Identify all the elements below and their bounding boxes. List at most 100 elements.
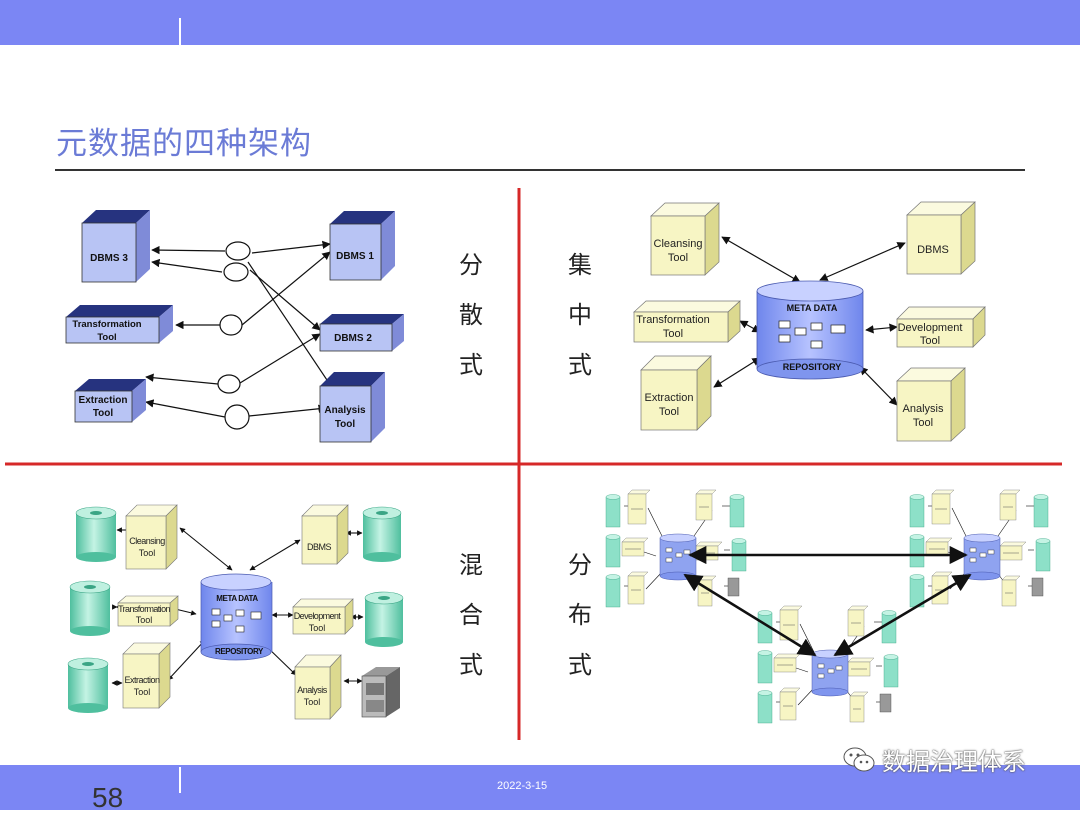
tool-cube-top xyxy=(627,489,651,495)
tool-cube-top xyxy=(695,489,717,495)
cleansing-label-2: Tool xyxy=(139,548,156,558)
tool-cube-top xyxy=(847,605,869,611)
dbms2-cube: DBMS 2 xyxy=(319,314,404,352)
tool-cube-top xyxy=(999,489,1021,495)
disk-icon xyxy=(605,536,621,568)
disk-icon xyxy=(75,506,117,562)
tool-cube-top xyxy=(697,575,717,581)
disk-icon xyxy=(1035,540,1051,572)
label-char: 中 xyxy=(568,301,592,329)
tool-cube-top xyxy=(773,653,801,659)
repo-entity xyxy=(827,668,835,674)
repo-entity xyxy=(835,665,843,671)
disk-top xyxy=(881,610,897,616)
disk-top xyxy=(605,574,621,580)
extraction-cube: Extraction Tool xyxy=(640,355,712,431)
repo-entity xyxy=(675,552,683,558)
label-char: 式 xyxy=(459,351,483,379)
cluster-link xyxy=(645,571,663,590)
repo-entity xyxy=(969,547,977,553)
disk-top xyxy=(1033,494,1049,500)
tool-cube-top xyxy=(931,489,955,495)
disk-top xyxy=(909,574,925,580)
title-underline xyxy=(55,169,1025,171)
analysis-cube: Analysis Tool xyxy=(294,654,342,720)
metadata-repository: META DATA REPOSITORY xyxy=(756,280,864,380)
extraction-label-2: Tool xyxy=(134,687,151,697)
tool-cube-top xyxy=(925,537,953,543)
repo-bottom-label: REPOSITORY xyxy=(215,647,264,656)
extraction-label-2: Tool xyxy=(659,406,679,418)
disk-icon xyxy=(757,692,773,724)
label-hybrid: 混 合 式 xyxy=(456,540,486,690)
cluster-link xyxy=(951,507,967,537)
extraction-label-1: Extraction xyxy=(79,395,128,406)
label-char: 分 xyxy=(459,251,483,279)
disk-icon xyxy=(69,580,111,636)
wechat-icon xyxy=(843,747,875,771)
disk-icon xyxy=(605,496,621,528)
dbms-label: DBMS xyxy=(307,542,331,552)
disk-icon xyxy=(881,612,897,644)
repo-entity xyxy=(817,663,825,669)
dbms1-label: DBMS 1 xyxy=(336,251,374,262)
slide-date: 2022-3-15 xyxy=(497,780,548,792)
federated-cluster-bottom xyxy=(757,605,899,724)
disk-top xyxy=(605,534,621,540)
tool-cube-top xyxy=(621,537,649,543)
disk-top xyxy=(729,494,745,500)
federated-cluster-left xyxy=(605,489,747,608)
development-cube: Development Tool xyxy=(896,306,986,348)
analysis-cube: Analysis Tool xyxy=(319,372,385,443)
label-centralized: 集 中 式 xyxy=(565,240,595,390)
federated-cluster-right xyxy=(909,489,1051,608)
transformation-box: Transformation Tool xyxy=(65,305,173,344)
cleansing-cube: Cleansing Tool xyxy=(650,202,720,276)
dbms3-label: DBMS 3 xyxy=(90,253,128,264)
metadata-repository: META DATA REPOSITORY xyxy=(200,573,273,661)
repo-entity xyxy=(665,547,673,553)
cleansing-cube: Cleansing Tool xyxy=(125,504,178,570)
transformation-cube: Transformation Tool xyxy=(117,595,179,627)
label-char: 式 xyxy=(459,651,483,679)
dbms-cube: DBMS xyxy=(301,504,349,565)
cleansing-label-1: Cleansing xyxy=(129,536,165,546)
disk-icon xyxy=(67,657,109,713)
development-cube: Development Tool xyxy=(292,598,354,635)
dbms1-cube: DBMS 1 xyxy=(329,211,395,281)
cluster-link xyxy=(795,667,809,673)
tool-cube-top xyxy=(1001,575,1021,581)
development-label-1: Development xyxy=(898,322,963,334)
transformation-label-1: Transformation xyxy=(118,604,170,614)
repo-top-label: META DATA xyxy=(787,303,838,313)
transformation-cube: Transformation Tool xyxy=(633,300,741,343)
development-label-2: Tool xyxy=(920,335,940,347)
cluster-link xyxy=(797,687,815,706)
repo-bottom-label: REPOSITORY xyxy=(783,362,842,372)
dbms-cube: DBMS xyxy=(906,201,976,275)
cluster-link xyxy=(643,551,657,557)
federation-link xyxy=(833,573,972,657)
disk-icon xyxy=(605,576,621,608)
repo-top xyxy=(659,533,697,543)
disk-icon xyxy=(362,506,402,562)
label-distributed: 分 散 式 xyxy=(456,240,486,390)
repo-top xyxy=(963,533,1001,543)
label-char: 式 xyxy=(568,351,592,379)
disk-top xyxy=(605,494,621,500)
transformation-label-2: Tool xyxy=(663,328,683,340)
label-federated: 分 布 式 xyxy=(565,540,595,690)
file-cabinet-icon xyxy=(1031,577,1044,597)
label-char: 分 xyxy=(568,551,592,579)
development-label-1: Development xyxy=(294,611,342,621)
dbms2-label: DBMS 2 xyxy=(334,333,372,344)
repo-entity xyxy=(969,557,977,563)
slide-title: 元数据的四种架构 xyxy=(56,126,312,162)
disk-icon xyxy=(364,591,404,647)
analysis-label-2: Tool xyxy=(335,419,356,430)
disk-icon xyxy=(909,496,925,528)
tool-cube-top xyxy=(931,571,953,577)
tool-cube-top xyxy=(627,571,649,577)
repo-entity xyxy=(979,552,987,558)
